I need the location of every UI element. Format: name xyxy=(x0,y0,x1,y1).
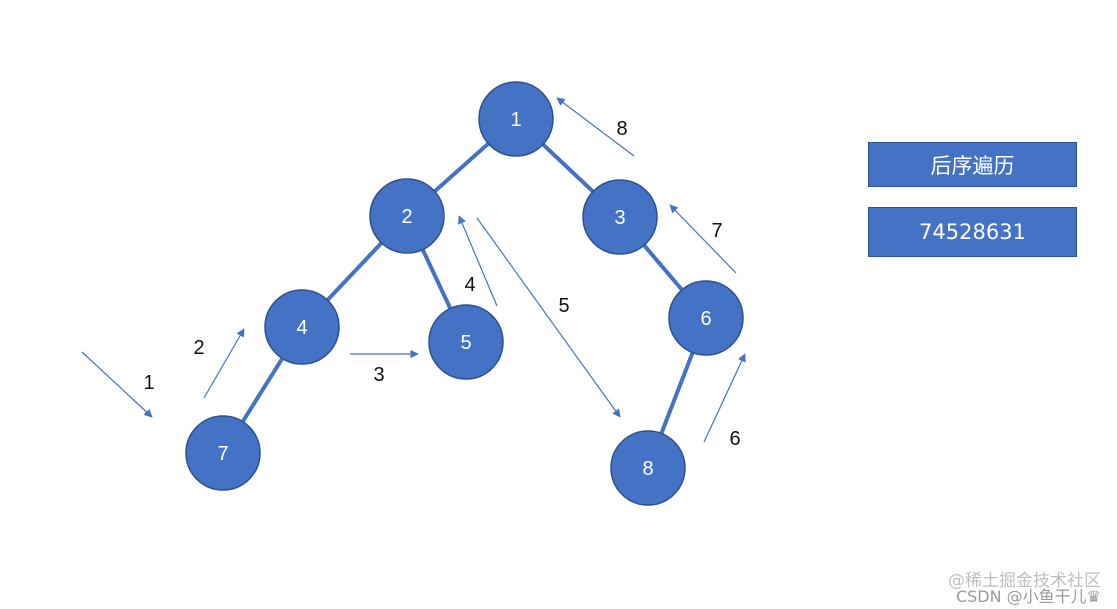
traversal-step-label-8: 8 xyxy=(616,118,627,140)
tree-node-label: 1 xyxy=(510,109,521,131)
traversal-step-label-3: 3 xyxy=(373,364,384,386)
tree-node-5: 5 xyxy=(428,304,504,380)
tree-node-circle xyxy=(369,178,445,254)
traversal-step-labels: 1 2 3 4 5 6 7 8 xyxy=(143,118,740,450)
tree-node-label: 4 xyxy=(296,317,307,339)
traversal-arrow-1 xyxy=(81,351,153,418)
tree-node-circle xyxy=(185,415,261,491)
tree-node-circle xyxy=(610,430,686,506)
traversal-arrow-5 xyxy=(476,217,621,418)
tree-nodes: 1 2 3 4 5 6 7 8 xyxy=(185,81,744,506)
traversal-result: 74528631 xyxy=(919,220,1026,244)
tree-node-3: 3 xyxy=(582,179,658,255)
traversal-title: 后序遍历 xyxy=(930,153,1015,178)
tree-node-circle xyxy=(582,179,658,255)
traversal-arrows xyxy=(81,97,746,443)
traversal-step-label-4: 4 xyxy=(464,274,475,296)
tree-node-label: 3 xyxy=(614,207,625,229)
traversal-arrow-6 xyxy=(703,353,746,443)
traversal-step-label-6: 6 xyxy=(729,428,740,450)
traversal-step-label-2: 2 xyxy=(193,337,204,359)
tree-node-8: 8 xyxy=(610,430,686,506)
tree-node-label: 6 xyxy=(700,308,711,330)
tree-node-2: 2 xyxy=(369,178,445,254)
traversal-step-label-5: 5 xyxy=(558,295,569,317)
tree-node-1: 1 xyxy=(478,81,554,157)
tree-node-circle xyxy=(428,304,504,380)
tree-node-circle xyxy=(264,289,340,365)
watermark-juejin: @稀土掘金技术社区 xyxy=(948,571,1101,591)
tree-node-label: 2 xyxy=(401,206,412,228)
tree-node-7: 7 xyxy=(185,415,261,491)
traversal-step-label-1: 1 xyxy=(143,372,154,394)
tree-node-circle xyxy=(668,280,744,356)
traversal-arrow-7 xyxy=(669,204,737,274)
traversal-arrow-4 xyxy=(458,215,498,307)
tree-node-6: 6 xyxy=(668,280,744,356)
traversal-step-label-7: 7 xyxy=(711,220,722,242)
tree-node-label: 5 xyxy=(460,332,471,354)
tree-node-label: 8 xyxy=(642,458,653,480)
watermark-csdn: CSDN @小鱼干儿♛ xyxy=(955,587,1101,606)
traversal-result-box: 74528631 xyxy=(868,207,1077,257)
traversal-arrow-2 xyxy=(203,328,245,399)
tree-node-label: 7 xyxy=(217,443,228,465)
tree-node-circle xyxy=(478,81,554,157)
traversal-arrow-8 xyxy=(556,97,635,157)
traversal-title-box: 后序遍历 xyxy=(868,142,1077,187)
tree-node-4: 4 xyxy=(264,289,340,365)
